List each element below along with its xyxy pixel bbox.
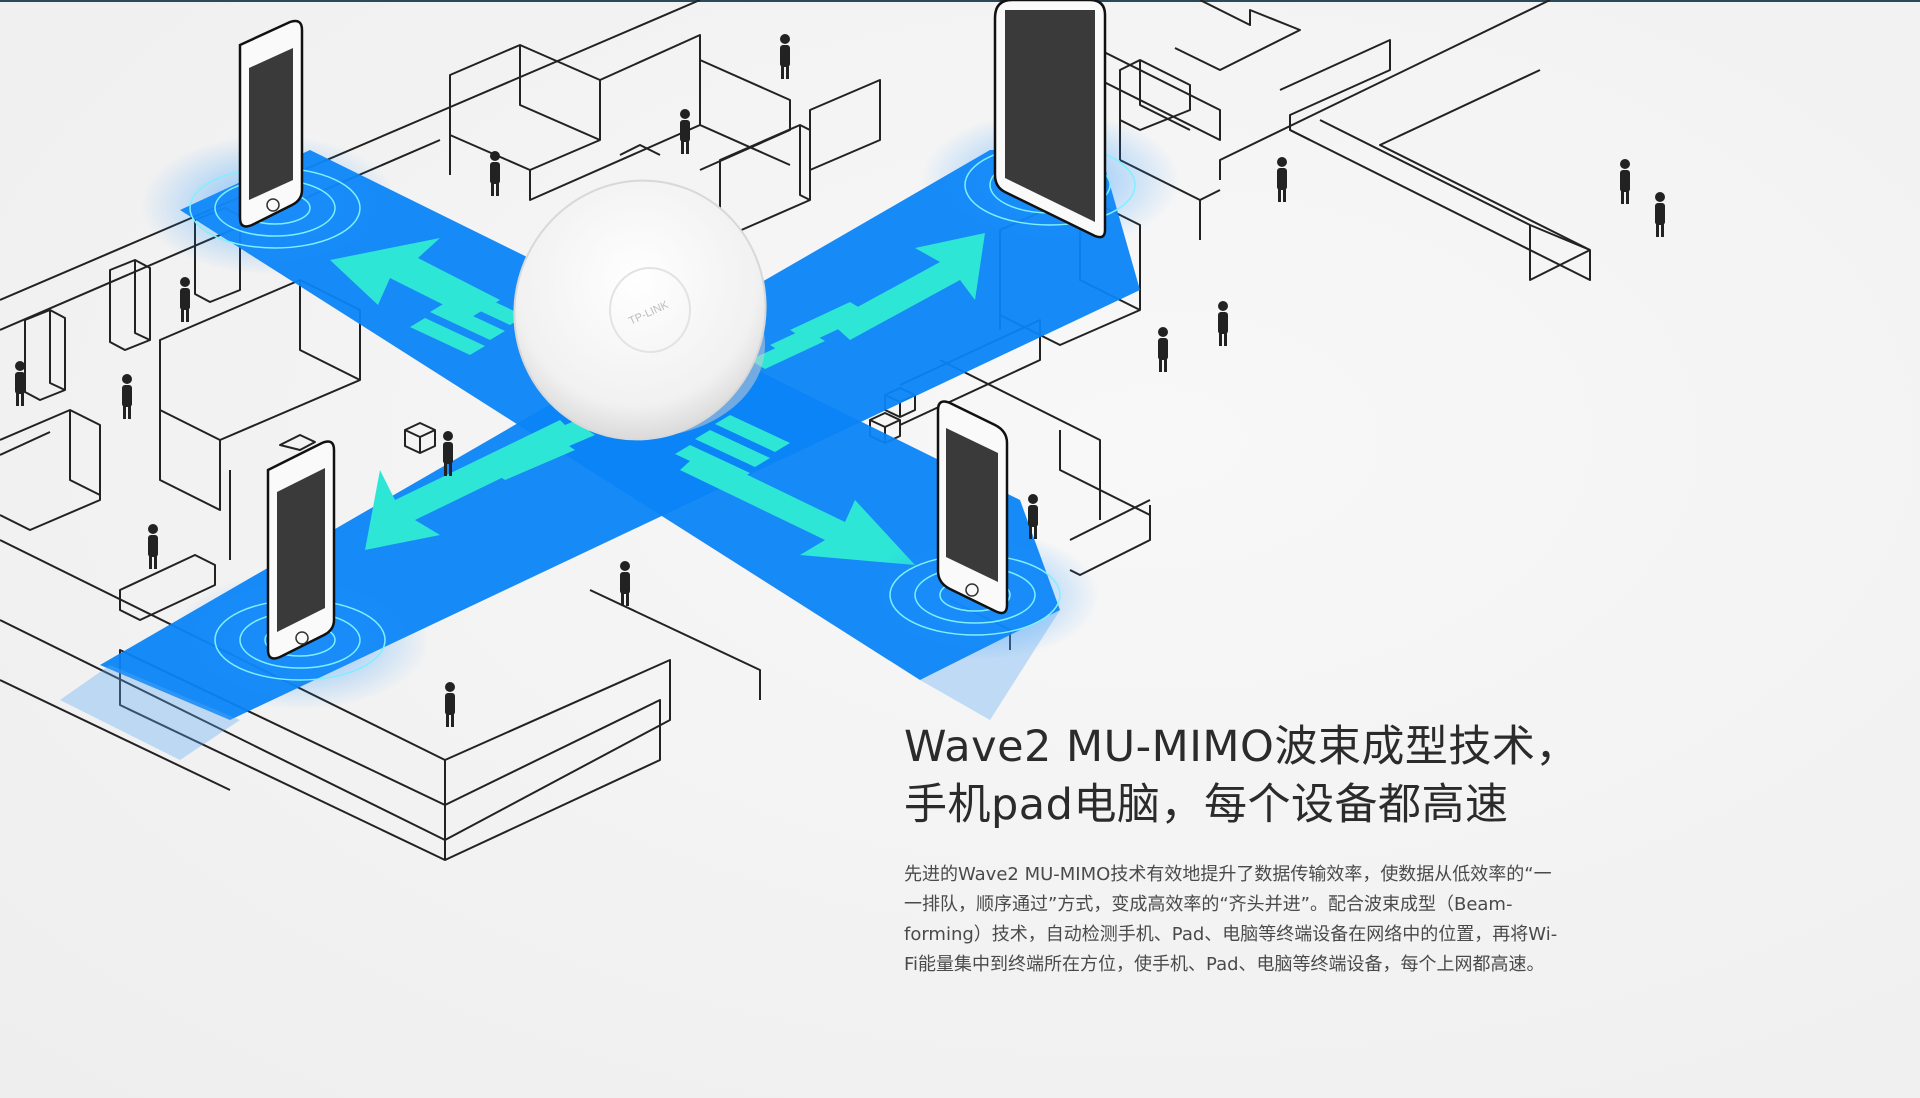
person-icon: [620, 561, 630, 606]
tablet-top-right-icon: [993, 0, 1107, 239]
headline-line-1: Wave2 MU-MIMO波束成型技术，: [904, 722, 1579, 772]
person-icon: [1158, 327, 1168, 372]
person-icon: [490, 151, 500, 196]
person-icon: [445, 682, 455, 727]
headline-line-2: 手机pad电脑，每个设备都高速: [904, 780, 1509, 830]
phone-bottom-right-icon: [936, 400, 1009, 615]
access-point-icon: TP-LINK: [513, 179, 767, 441]
person-icon: [1277, 157, 1287, 202]
person-icon: [780, 34, 790, 79]
feature-description: 先进的Wave2 MU-MIMO技术有效地提升了数据传输效率，使数据从低效率的“…: [904, 864, 1558, 975]
person-icon: [680, 109, 690, 154]
top-border: [0, 0, 1920, 2]
person-icon: [180, 277, 190, 322]
person-icon: [15, 361, 25, 406]
person-icon: [1620, 159, 1630, 204]
person-icon: [1655, 192, 1665, 237]
floorplan-lines: [0, 0, 1591, 861]
phone-bottom-left-icon: [266, 440, 336, 660]
people-icons: [15, 34, 1665, 727]
feature-headline: Wave2 MU-MIMO波束成型技术， 手机pad电脑，每个设备都高速: [904, 718, 1584, 834]
person-icon: [1028, 494, 1038, 539]
feature-text-block: Wave2 MU-MIMO波束成型技术， 手机pad电脑，每个设备都高速 先进的…: [904, 718, 1584, 980]
person-icon: [443, 431, 453, 476]
person-icon: [1218, 301, 1228, 346]
person-icon: [122, 374, 132, 419]
phone-top-left-icon: [238, 19, 304, 228]
cyan-arrows: [330, 233, 985, 565]
person-icon: [148, 524, 158, 569]
